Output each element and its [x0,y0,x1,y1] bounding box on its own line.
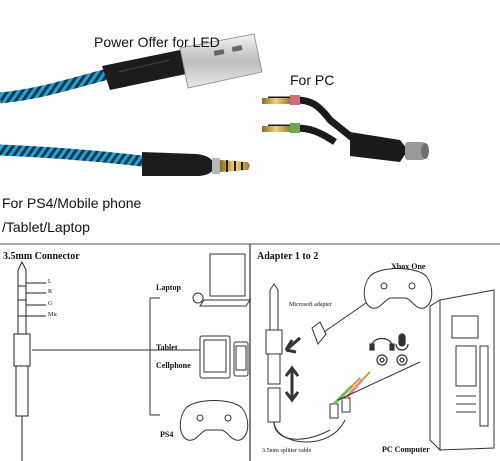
audio-icons-drawing [369,333,409,366]
usb-cable [0,33,263,104]
pin-label-mic: Mic [48,312,58,318]
ps4-label-line1: For PS4/Mobile phone [2,195,142,211]
pin-label-l: L [48,279,52,285]
ps4-label-line2: /Tablet/Laptop [2,219,90,235]
laptop-drawing [192,253,251,307]
jack-cable [0,144,250,176]
connector-lines [32,297,200,416]
usb-label: Power Offer for LED [94,34,220,50]
pc-computer-label: PC Computer [382,445,430,454]
adapter-title: Adapter 1 to 2 [257,251,319,262]
xbox-controller-drawing [363,268,433,309]
connector-title: 3.5mm Connector [3,251,80,262]
adapter-drawing [265,283,421,443]
pin-label-g: G [48,301,53,307]
pc-splitter [262,95,429,162]
device-ps4: PS4 [160,430,174,439]
pin-label-r: R [48,289,53,295]
ms-adapter-label: Microsoft adapter [289,302,332,308]
device-cellphone: Cellphone [156,361,191,370]
pc-label: For PC [290,72,335,88]
tablet-phone-drawing [199,335,249,379]
connector-plug-drawing [13,260,46,461]
ps4-controller-drawing [179,400,249,441]
splitter-label: 3.5mm splitter cable [262,448,312,454]
device-laptop: Laptop [156,283,181,292]
xbox-label: Xbox One [391,262,426,271]
pc-tower-drawing [429,289,495,452]
device-tablet: Tablet [156,343,178,352]
